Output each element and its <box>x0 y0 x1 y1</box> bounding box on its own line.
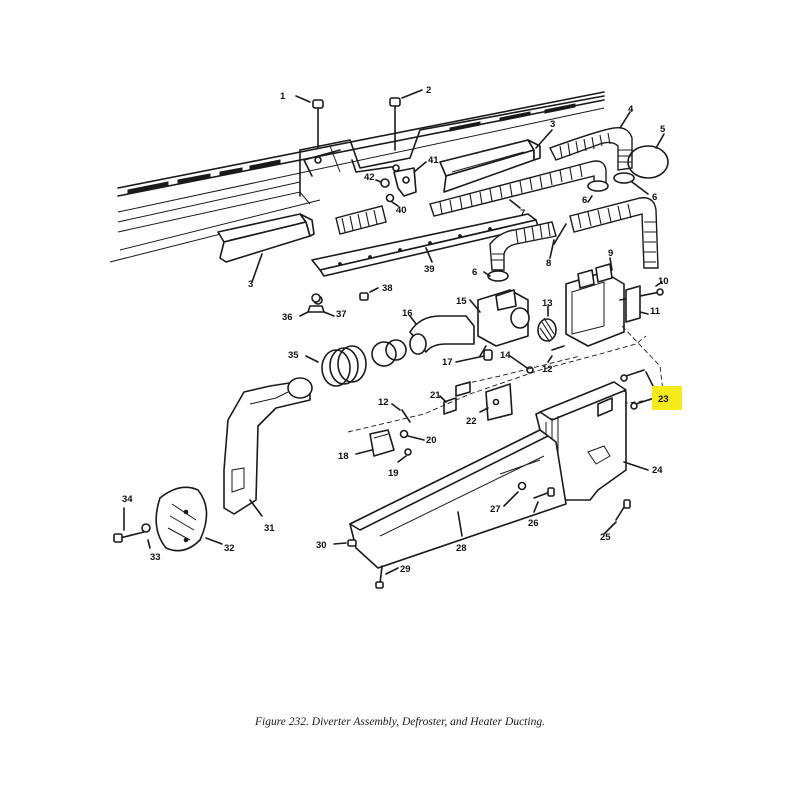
bolt-17 <box>455 349 493 363</box>
short-hose <box>335 205 387 235</box>
screw-33 <box>141 523 151 549</box>
callout-7: 7 <box>520 208 525 219</box>
screws-23 <box>620 369 665 410</box>
heater-unit-9 <box>565 257 625 347</box>
callout-28: 28 <box>456 543 467 554</box>
callout-42: 42 <box>364 172 375 183</box>
callout-32: 32 <box>224 543 235 554</box>
callout-18: 18 <box>338 451 349 462</box>
callout-26: 26 <box>528 518 539 529</box>
washer-20 <box>399 429 425 441</box>
defroster-nozzle-right <box>439 129 553 193</box>
washer-42 <box>375 178 390 188</box>
nut-36 <box>299 305 325 317</box>
callout-23: 23 <box>658 394 669 405</box>
callout-38: 38 <box>382 283 393 294</box>
callout-40: 40 <box>396 205 407 216</box>
callout-8: 8 <box>546 258 551 269</box>
nut-40 <box>385 193 399 207</box>
callout-9: 9 <box>608 248 613 259</box>
callout-33: 33 <box>150 552 161 563</box>
callout-30: 30 <box>316 540 327 551</box>
callout-12-left: 12 <box>378 397 389 408</box>
bracket-22 <box>479 383 513 421</box>
callout-15: 15 <box>456 296 467 307</box>
hose-clamp-6-upper-a <box>587 180 609 203</box>
floor-duct-31 <box>223 377 313 517</box>
callout-31: 31 <box>264 523 275 534</box>
heater-hose-8 <box>489 197 659 271</box>
screw-29 <box>375 565 399 589</box>
callout-25: 25 <box>600 532 611 543</box>
hose-clamp-6-upper-b <box>613 172 649 195</box>
callout-16: 16 <box>402 308 413 319</box>
cover-18 <box>355 429 395 457</box>
callout-3-upper: 3 <box>550 119 555 130</box>
diverter-valve-15 <box>469 289 530 357</box>
highlight-callout-23 <box>652 386 682 410</box>
flex-coupling-35 <box>305 339 407 387</box>
callout-11: 11 <box>650 306 661 317</box>
dash-panel <box>109 91 605 263</box>
outlet-32 <box>155 486 223 552</box>
callout-14: 14 <box>500 350 511 361</box>
damper-13 <box>537 305 557 343</box>
callout-19: 19 <box>388 468 399 479</box>
duct-elbow-16 <box>409 315 475 355</box>
screw-12-right <box>547 345 565 363</box>
screw-1 <box>295 95 324 149</box>
callout-21: 21 <box>430 390 441 401</box>
callout-27: 27 <box>490 504 501 515</box>
bracket-41 <box>393 161 427 197</box>
screw-19 <box>397 448 412 463</box>
callout-20: 20 <box>426 435 437 446</box>
callout-24: 24 <box>652 465 663 476</box>
screw-30 <box>333 539 357 547</box>
figure-caption: Figure 232. Diverter Assembly, Defroster… <box>255 716 545 728</box>
screw-26 <box>533 487 555 513</box>
washer-27 <box>503 481 527 507</box>
callout-10: 10 <box>658 276 669 287</box>
callout-36: 36 <box>282 312 293 323</box>
callout-41: 41 <box>428 155 439 166</box>
callout-35: 35 <box>288 350 299 361</box>
callout-4: 4 <box>628 104 634 115</box>
callout-2: 2 <box>426 85 431 96</box>
callout-6-upper-b: 6 <box>652 192 657 203</box>
hose-clamp-5 <box>627 133 669 179</box>
screw-25 <box>603 499 631 535</box>
callout-37: 37 <box>336 309 347 320</box>
callout-6-mid: 6 <box>472 267 477 278</box>
callout-34: 34 <box>122 494 133 505</box>
bracket-21 <box>439 395 457 415</box>
callout-39: 39 <box>424 264 435 275</box>
screw-2 <box>389 89 423 151</box>
bracket-11 <box>625 285 649 323</box>
callout-22: 22 <box>466 416 477 427</box>
callout-29: 29 <box>400 564 411 575</box>
screw-38 <box>359 287 379 301</box>
defroster-hose-4 <box>549 111 633 171</box>
callout-labels: 1 2 3 4 5 41 42 40 6 6 7 3 39 8 9 6 10 3… <box>122 85 682 575</box>
screw-12-left <box>391 403 411 423</box>
clip-small <box>455 381 471 397</box>
callout-17: 17 <box>442 357 453 368</box>
callout-12-right: 12 <box>542 364 553 375</box>
defroster-nozzle-left <box>217 213 315 283</box>
hose-clamp-6-mid <box>483 270 509 282</box>
callout-1: 1 <box>280 91 286 102</box>
callout-5: 5 <box>660 124 666 135</box>
washer-37 <box>311 293 335 317</box>
callout-13: 13 <box>542 298 553 309</box>
screw-34 <box>113 507 145 543</box>
callout-6-upper-a: 6 <box>582 195 587 206</box>
callout-3-lower: 3 <box>248 279 253 290</box>
main-heater-duct-28 <box>349 429 567 569</box>
